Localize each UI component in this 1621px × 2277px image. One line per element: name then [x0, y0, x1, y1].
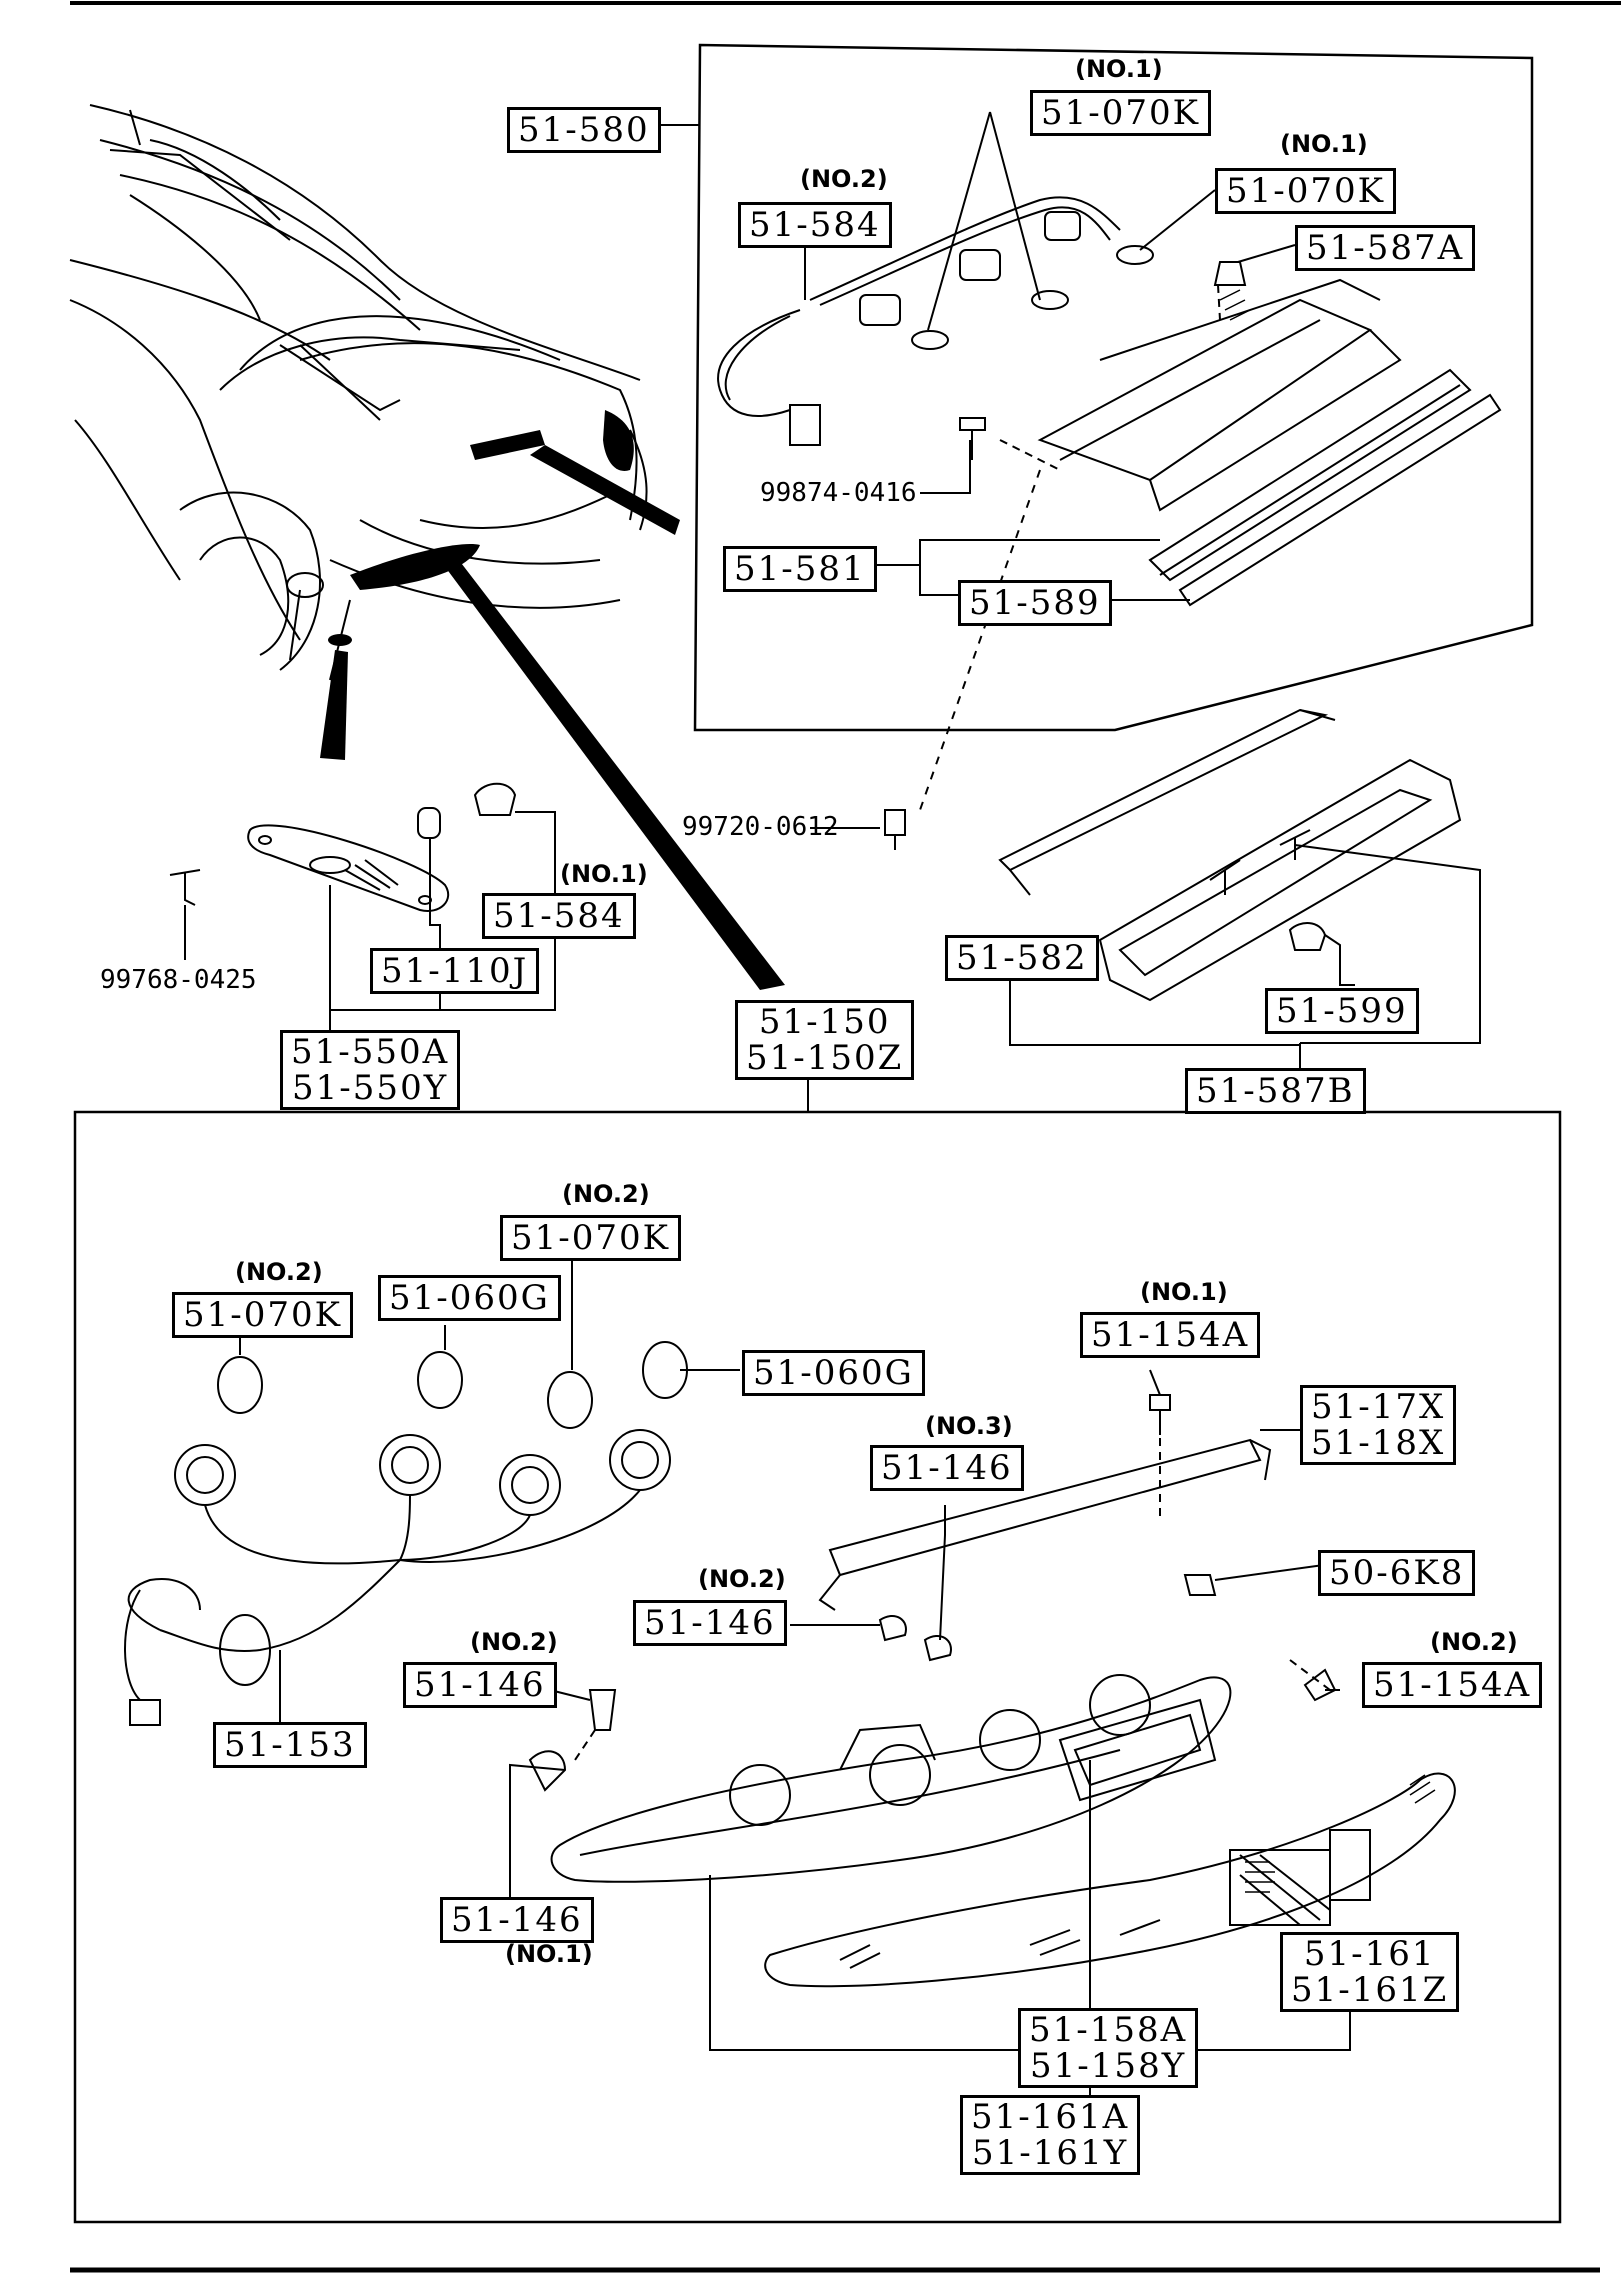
part-51-161: 51-161	[1303, 1934, 1436, 1974]
part-50-6k8: 50-6K8	[1318, 1550, 1476, 1596]
note-no2-154a-right: (NO.2)	[1430, 1628, 1518, 1656]
part-51-154a-right: 51-154A	[1362, 1662, 1543, 1708]
car-illustration	[69, 104, 648, 681]
high-mount-lamp-on-car	[470, 430, 545, 460]
hatching	[1219, 289, 1436, 1893]
part-51-154a-top: 51-154A	[1080, 1312, 1261, 1358]
note-no1-146: (NO.1)	[505, 1940, 593, 1968]
part-51-580: 51-580	[507, 107, 661, 153]
part-51-146-no1: 51-146	[440, 1897, 594, 1943]
inset-box-rear-combination-lamp	[73, 1110, 1562, 2224]
note-no1-584-side: (NO.1)	[560, 860, 648, 888]
part-51-158a-158y: 51-158A 51-158Y	[1018, 2008, 1199, 2088]
part-51-587a: 51-587A	[1295, 225, 1476, 271]
part-51-17x-18x: 51-17X 51-18X	[1300, 1385, 1457, 1465]
note-no2-070k-low-mid: (NO.2)	[562, 1180, 650, 1208]
side-marker-on-car	[328, 634, 352, 646]
part-51-070k-low-mid: 51-070K	[500, 1215, 682, 1261]
rear-lamp-parts	[124, 1341, 1456, 1988]
note-no2-146-b: (NO.2)	[470, 1628, 558, 1656]
part-51-153: 51-153	[213, 1722, 367, 1768]
sockets	[174, 1429, 671, 1516]
note-no1-070k-top: (NO.1)	[1075, 55, 1163, 83]
part-51-150: 51-150	[758, 1002, 891, 1042]
part-51-161y: 51-161Y	[972, 2133, 1129, 2173]
note-no2-146-a: (NO.2)	[698, 1565, 786, 1593]
part-51-070k-top: 51-070K	[1030, 90, 1212, 136]
part-99720-0612: 99720-0612	[682, 812, 839, 842]
part-51-161z: 51-161Z	[1291, 1970, 1449, 2010]
rear-lamp-leader-lines	[239, 1080, 1361, 2095]
part-51-550y: 51-550Y	[292, 1068, 449, 1108]
part-51-146-no2-a: 51-146	[633, 1600, 787, 1646]
note-no2-584-top: (NO.2)	[800, 165, 888, 193]
note-no3-146: (NO.3)	[925, 1412, 1013, 1440]
part-51-158a: 51-158A	[1029, 2010, 1188, 2050]
part-51-550a: 51-550A	[291, 1032, 450, 1072]
part-51-070k-mid: 51-070K	[1215, 168, 1397, 214]
pointer-to-high-mount	[530, 445, 680, 535]
part-51-070k-low-left: 51-070K	[172, 1292, 354, 1338]
part-51-587b: 51-587B	[1185, 1068, 1366, 1114]
part-51-060g-right: 51-060G	[742, 1350, 925, 1396]
part-99874-0416: 99874-0416	[760, 478, 917, 508]
part-51-599: 51-599	[1265, 988, 1419, 1034]
part-51-158y: 51-158Y	[1030, 2046, 1187, 2086]
part-51-150-150z: 51-150 51-150Z	[735, 1000, 915, 1080]
note-no1-070k-mid: (NO.1)	[1280, 130, 1368, 158]
tail-lamp-on-car	[350, 544, 480, 590]
part-99768-0425: 99768-0425	[100, 965, 257, 995]
part-51-146-no3: 51-146	[870, 1445, 1024, 1491]
part-51-110j: 51-110J	[370, 948, 540, 994]
bulbs	[217, 1341, 688, 1429]
part-51-17x: 51-17X	[1311, 1387, 1446, 1427]
part-51-060g-left: 51-060G	[378, 1275, 561, 1321]
part-51-584-side: 51-584	[482, 893, 636, 939]
part-51-550a-550y: 51-550A 51-550Y	[280, 1030, 461, 1110]
part-51-581: 51-581	[723, 546, 877, 592]
high-mount-leader-lines	[640, 111, 1296, 811]
note-no2-070k-low-left: (NO.2)	[235, 1258, 323, 1286]
part-51-584-top: 51-584	[738, 202, 892, 248]
part-51-161-161z: 51-161 51-161Z	[1280, 1932, 1460, 2012]
part-51-146-no2-b: 51-146	[403, 1662, 557, 1708]
part-51-150z: 51-150Z	[746, 1038, 904, 1078]
pointer-to-rear-lamp	[440, 555, 785, 990]
note-no1-154a-top: (NO.1)	[1140, 1278, 1228, 1306]
part-51-161a: 51-161A	[971, 2097, 1130, 2137]
part-51-589: 51-589	[958, 580, 1112, 626]
tail-lamp-right-on-car	[603, 410, 634, 471]
pointer-to-side-marker	[320, 650, 348, 760]
part-51-582: 51-582	[945, 935, 1099, 981]
part-51-18x: 51-18X	[1311, 1423, 1446, 1463]
part-51-161a-161y: 51-161A 51-161Y	[960, 2095, 1141, 2175]
inset-box-high-mount-lamp	[693, 43, 1534, 732]
